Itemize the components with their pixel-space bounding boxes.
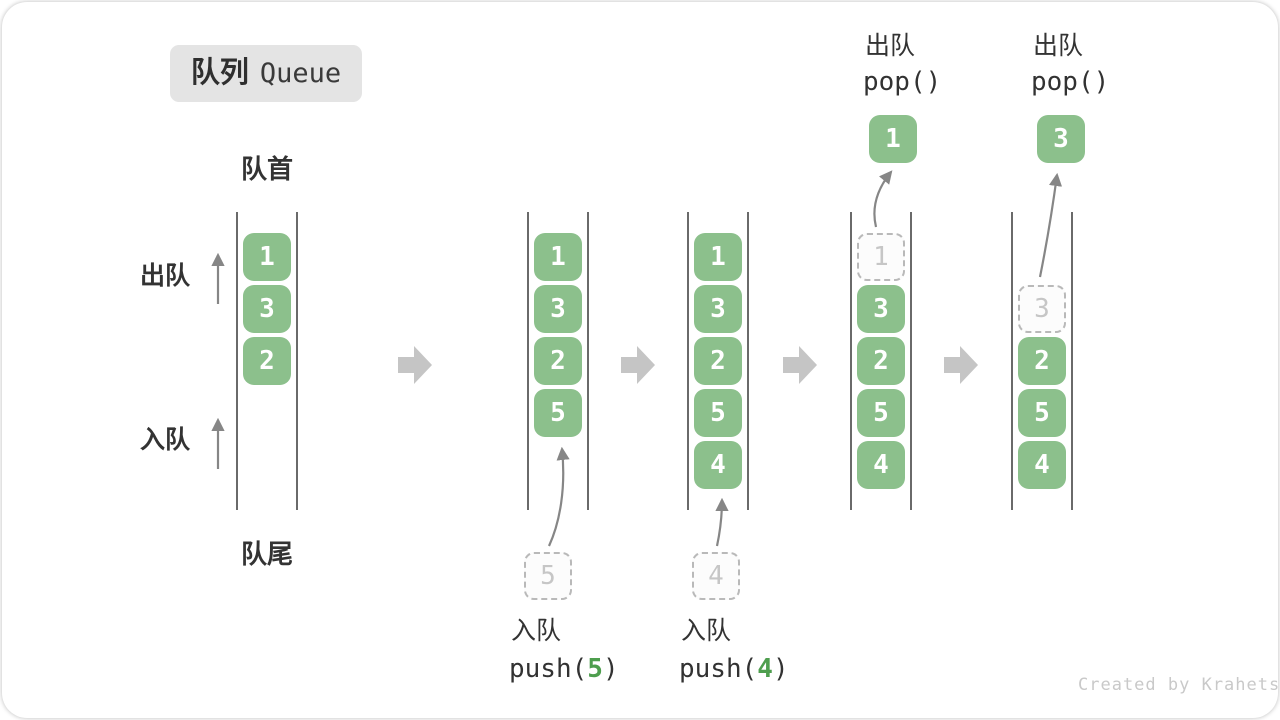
title-badge: 队列 Queue	[170, 45, 362, 102]
code-post: )	[602, 654, 619, 684]
code-post: )	[772, 654, 789, 684]
label-queue-rear: 队尾	[240, 539, 293, 569]
pending-cell: 5	[524, 552, 572, 600]
label-queue-front: 队首	[240, 154, 293, 184]
action-label-dequeue: 出队	[1033, 32, 1084, 60]
queue-cell: 2	[857, 337, 905, 385]
popped-cell: 3	[1037, 115, 1085, 163]
pending-cell: 4	[692, 552, 740, 600]
code-pre: push(	[679, 654, 758, 684]
queue-cell: 4	[1018, 441, 1066, 489]
queue-cell: 5	[1018, 389, 1066, 437]
queue-cell: 2	[243, 337, 291, 385]
queue-cell-ghost: 1	[857, 233, 905, 281]
queue-cell: 4	[857, 441, 905, 489]
queue-cell: 1	[534, 233, 582, 281]
action-code-pop: pop()	[1031, 67, 1110, 97]
queue-cell: 3	[694, 285, 742, 333]
label-enqueue: 入队	[140, 426, 191, 454]
code-arg: 5	[587, 654, 603, 684]
queue-cell: 2	[1018, 337, 1066, 385]
queue-cell: 1	[694, 233, 742, 281]
queue-cell: 4	[694, 441, 742, 489]
queue-cell: 3	[857, 285, 905, 333]
watermark: Created by Krahets	[1078, 675, 1280, 695]
popped-cell: 1	[869, 115, 917, 163]
queue-cell: 5	[534, 389, 582, 437]
code-pre: push(	[509, 654, 588, 684]
queue-cell: 3	[534, 285, 582, 333]
title-zh: 队列	[190, 57, 249, 89]
action-label-enqueue: 入队	[681, 617, 732, 645]
action-code-push4: push(4)	[679, 655, 789, 684]
queue-cell: 3	[243, 285, 291, 333]
label-dequeue: 出队	[140, 262, 191, 290]
action-code-pop: pop()	[863, 67, 942, 97]
action-label-dequeue: 出队	[865, 32, 916, 60]
queue-cell: 1	[243, 233, 291, 281]
queue-cell-ghost: 3	[1018, 285, 1066, 333]
queue-cell: 2	[694, 337, 742, 385]
queue-cell: 5	[857, 389, 905, 437]
action-label-enqueue: 入队	[511, 617, 562, 645]
queue-cell: 5	[694, 389, 742, 437]
queue-cell: 2	[534, 337, 582, 385]
action-code-push5: push(5)	[509, 655, 619, 684]
code-arg: 4	[757, 654, 773, 684]
title-en: Queue	[259, 58, 342, 89]
